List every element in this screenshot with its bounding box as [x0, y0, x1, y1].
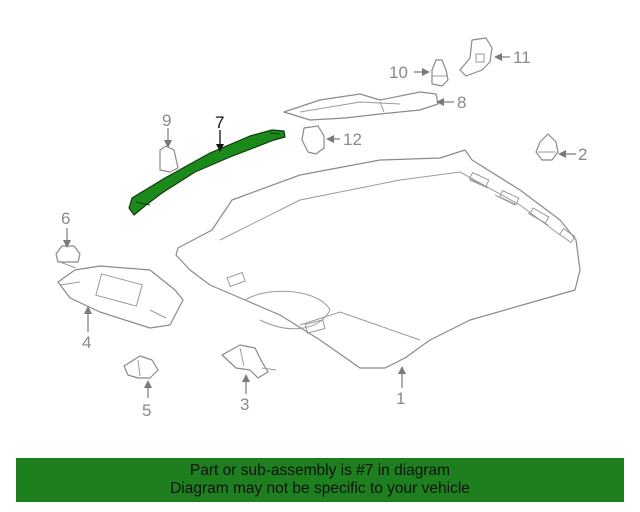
parts-diagram: 1 2 3 4 5 6 7 8 9 10 11 12: [55, 37, 587, 420]
callout-6: 6: [61, 209, 70, 228]
callout-5: 5: [142, 401, 151, 420]
leader-lines: [63, 53, 576, 398]
part-7-trim-strip[interactable]: [128, 129, 286, 216]
callout-3: 3: [240, 395, 249, 414]
callout-8: 8: [457, 93, 466, 112]
callout-1: 1: [396, 389, 405, 408]
part-5-visor-clip[interactable]: [123, 355, 159, 379]
part-1-headliner[interactable]: [175, 149, 581, 369]
part-3-bracket[interactable]: [221, 344, 277, 379]
callout-10: 10: [389, 63, 408, 82]
part-8-trim[interactable]: [283, 91, 439, 121]
callout-7: 7: [215, 113, 224, 132]
part-12-clip[interactable]: [301, 125, 325, 155]
part-10-clip[interactable]: [431, 59, 449, 87]
callout-11: 11: [513, 48, 531, 67]
part-9-clip[interactable]: [159, 145, 179, 173]
part-4-sun-visor[interactable]: [57, 265, 184, 329]
callout-4: 4: [82, 333, 91, 352]
part-11-bracket[interactable]: [459, 37, 493, 77]
part-6-clip[interactable]: [55, 245, 81, 269]
info-banner: Part or sub-assembly is #7 in diagram Di…: [16, 458, 624, 502]
callout-12: 12: [343, 130, 362, 149]
callout-9: 9: [162, 111, 171, 130]
callout-2: 2: [578, 145, 587, 164]
part-2-clip[interactable]: [535, 133, 559, 161]
banner-line-2: Diagram may not be specific to your vehi…: [170, 480, 470, 497]
banner-line-1: Part or sub-assembly is #7 in diagram: [189, 462, 451, 479]
